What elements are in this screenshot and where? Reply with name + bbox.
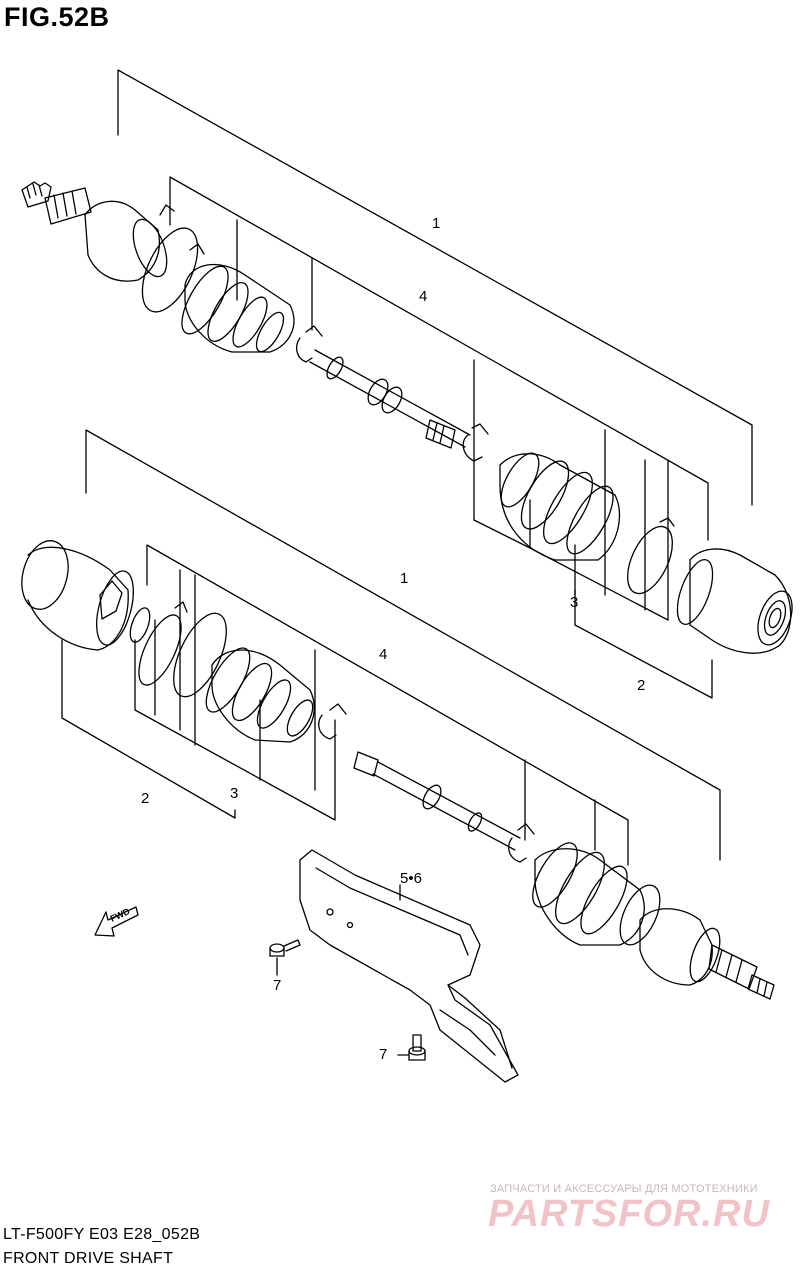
lower-inner-boot: [205, 647, 315, 743]
upper-shaft-rod: [309, 349, 471, 449]
upper-small-clip-1: [295, 325, 323, 363]
upper-outer-cv-joint: [84, 200, 168, 282]
bolt-left: [269, 939, 301, 976]
upper-clamp-ring-1: [141, 227, 199, 313]
lower-bracket-1: [85, 429, 721, 861]
lower-bracket-4: [146, 544, 629, 866]
upper-small-clip-2: [462, 423, 489, 462]
section-name: FRONT DRIVE SHAFT: [3, 1250, 174, 1267]
lower-clamp-ring-2: [138, 614, 182, 686]
bolt-bottom: [397, 1034, 426, 1061]
callout-lower-4: 4: [379, 646, 387, 663]
callout-upper-4: 4: [419, 288, 427, 305]
fwd-arrow-icon: FWD: [94, 906, 139, 937]
lower-small-clip-1: [318, 703, 347, 740]
callout-upper-3: 3: [570, 594, 578, 611]
lower-small-clip-2: [508, 823, 535, 863]
lower-drive-shaft-assembly: [21, 429, 775, 1000]
watermark-tagline: ЗАПЧАСТИ И АКСЕССУАРЫ ДЛЯ МОТОТЕХНИКИ: [490, 1183, 758, 1195]
lower-outer-stub: [708, 944, 775, 1000]
figure-title: FIG.52B: [4, 2, 110, 32]
callout-bolt-7-left: 7: [273, 977, 281, 994]
upper-outer-boot: [181, 263, 295, 353]
callout-guard-5-6: 5•6: [400, 870, 422, 887]
upper-outer-stub: [21, 181, 92, 225]
model-code: LT-F500FY E03 E28_052B: [3, 1226, 201, 1243]
lower-clamp-ring-1: [129, 607, 151, 643]
lower-inner-cv-joint: [21, 540, 134, 651]
lower-clamp-ring-4: [619, 884, 661, 946]
callout-upper-2: 2: [637, 677, 645, 694]
lower-outer-boot: [532, 842, 645, 946]
callout-bolt-7-bottom: 7: [379, 1046, 387, 1063]
callout-upper-1: 1: [432, 215, 440, 232]
callout-lower-1: 1: [400, 570, 408, 587]
upper-bracket-2: [574, 589, 713, 699]
drive-shaft-guard-plate: [299, 849, 519, 1083]
upper-inner-cv-joint: [676, 548, 793, 654]
lower-shaft-rod: [353, 751, 521, 851]
watermark-brand-logo: PARTSFOR.RU: [488, 1193, 770, 1235]
upper-bracket-4: [169, 176, 709, 541]
callout-lower-3: 3: [230, 785, 238, 802]
upper-drive-shaft-assembly: [21, 69, 793, 699]
lower-bracket-3: [134, 639, 336, 821]
lower-clamp-ring-3: [173, 612, 227, 698]
lower-outer-cv-joint: [639, 908, 721, 986]
upper-clamp-ring-2: [627, 525, 673, 595]
callout-lower-2: 2: [141, 790, 149, 807]
lower-bracket-2: [61, 639, 236, 819]
upper-bracket-1: [117, 69, 753, 506]
upper-inner-boot: [499, 452, 621, 561]
